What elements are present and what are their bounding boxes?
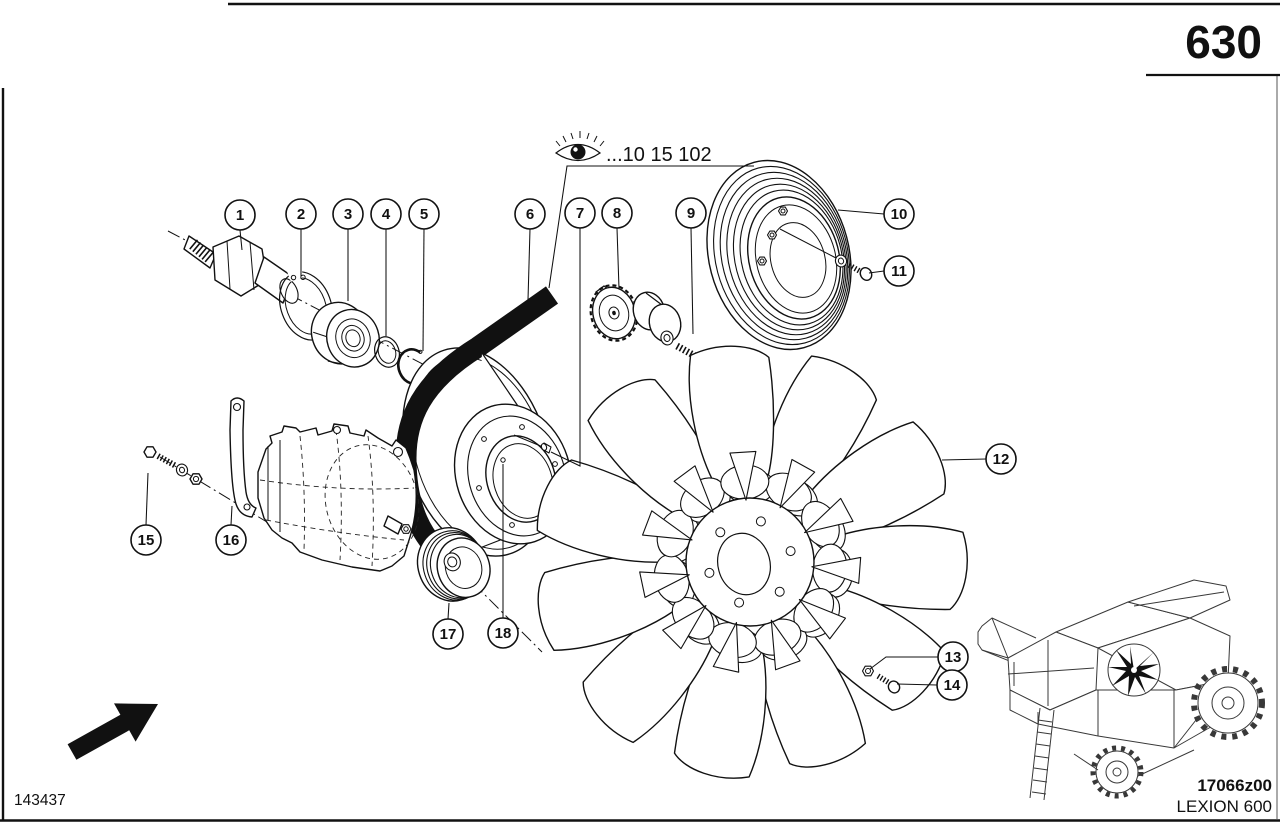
pulley-bolts [756,206,789,266]
callout-18: 18 [487,617,519,649]
svg-text:6: 6 [526,206,534,223]
callout-16: 16 [215,524,247,556]
callout-14: 14 [936,669,968,701]
drawing-code: 17066z00 [1197,776,1272,795]
fan-hub-holes [704,516,796,608]
callout-5: 5 [408,198,440,230]
callout-12: 12 [985,443,1017,475]
callout-2: 2 [285,198,317,230]
leader-lines [145,209,987,686]
svg-text:17: 17 [440,626,457,643]
fan-hub-plate [685,497,815,627]
callout-1: 1 [224,199,256,231]
fan-center-bore [717,532,771,596]
part-11-bolt [834,254,873,281]
callout-11: 11 [883,255,915,287]
callouts: 1 2 3 4 5 6 7 8 9 10 11 12 13 14 15 16 1… [130,197,1017,701]
part-17-pulley [416,527,491,602]
note-leader-line [548,165,754,289]
svg-text:18: 18 [495,625,512,642]
svg-text:12: 12 [993,451,1010,468]
svg-text:7: 7 [576,205,584,222]
callout-10: 10 [883,198,915,230]
direction-arrow-icon [67,703,158,760]
eye-icon [554,131,605,162]
part-12-fan [536,345,968,779]
machine-locator-illustration [977,579,1265,801]
wear-part-note: ...10 15 102 [548,131,754,289]
part-14-bolt [876,673,901,694]
callout-15: 15 [130,524,162,556]
callout-6: 6 [514,198,546,230]
part-7-pin [513,434,552,454]
fan-blades [536,345,968,779]
svg-text:3: 3 [344,206,352,223]
part-3-bearing [310,301,380,368]
callout-13: 13 [937,641,969,673]
svg-text:15: 15 [138,532,155,549]
part-4-ring [374,336,400,368]
figure-code: 143437 [14,792,66,809]
callout-3: 3 [332,198,364,230]
svg-text:4: 4 [382,206,391,223]
model-name: LEXION 600 [1177,797,1272,816]
svg-text:11: 11 [891,263,907,280]
callout-4: 4 [370,198,402,230]
svg-text:2: 2 [297,206,305,223]
svg-text:5: 5 [420,206,428,223]
part-15-bolt-set [143,446,203,485]
part-8-tensioner [589,284,682,343]
page-number: 630 [1185,16,1262,68]
callout-9: 9 [675,197,707,229]
svg-text:9: 9 [687,205,695,222]
svg-text:16: 16 [223,532,240,549]
svg-text:8: 8 [613,205,621,222]
callout-8: 8 [601,197,633,229]
note-text: ...10 15 102 [606,144,712,166]
part-10-crank-pulley [706,159,852,351]
svg-text:14: 14 [944,677,961,694]
svg-text:13: 13 [945,649,962,666]
svg-text:10: 10 [891,206,908,223]
callout-17: 17 [432,618,464,650]
compressor [257,423,420,572]
part-16-bracket [229,397,257,518]
part-1-hex-fitting [183,235,299,304]
callout-7: 7 [564,197,596,229]
fan-spikes [639,450,862,673]
svg-text:1: 1 [236,207,244,224]
